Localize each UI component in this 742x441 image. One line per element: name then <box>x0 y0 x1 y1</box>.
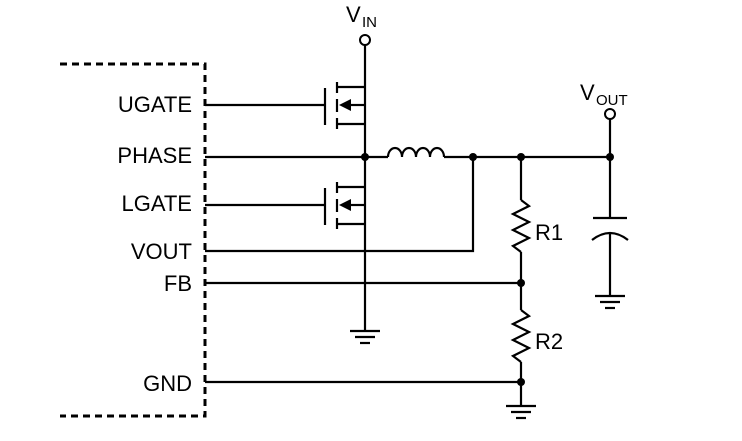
vin-terminal: V IN <box>346 2 377 84</box>
vout-sense-wire <box>205 157 475 253</box>
gnd-wire <box>205 378 525 386</box>
ground-symbol-divider <box>506 404 536 420</box>
high-side-mosfet <box>205 82 367 157</box>
phase-node-wiring <box>205 153 388 161</box>
controller-ic-outline <box>60 62 207 418</box>
vout-label-sub: OUT <box>596 92 628 109</box>
vout-label-main: V <box>580 80 595 105</box>
pin-label-fb: FB <box>164 271 192 296</box>
r2-label: R2 <box>535 329 563 354</box>
pin-label-vout: VOUT <box>131 239 192 264</box>
r1-label: R1 <box>535 220 563 245</box>
pin-label-gnd: GND <box>143 371 192 396</box>
pin-label-ugate: UGATE <box>118 92 192 117</box>
low-side-mosfet <box>205 157 367 330</box>
resistor-r1 <box>510 157 532 283</box>
ground-symbol-low-side <box>350 329 380 345</box>
output-inductor <box>386 146 614 161</box>
vout-terminal: V OUT <box>580 80 628 157</box>
pin-label-lgate: LGATE <box>121 191 192 216</box>
resistor-r2 <box>510 283 532 405</box>
output-capacitor <box>591 157 629 295</box>
vin-label-sub: IN <box>362 14 377 31</box>
ground-symbol-capacitor <box>595 294 625 310</box>
vin-label-main: V <box>346 2 361 27</box>
pin-label-phase: PHASE <box>117 143 192 168</box>
